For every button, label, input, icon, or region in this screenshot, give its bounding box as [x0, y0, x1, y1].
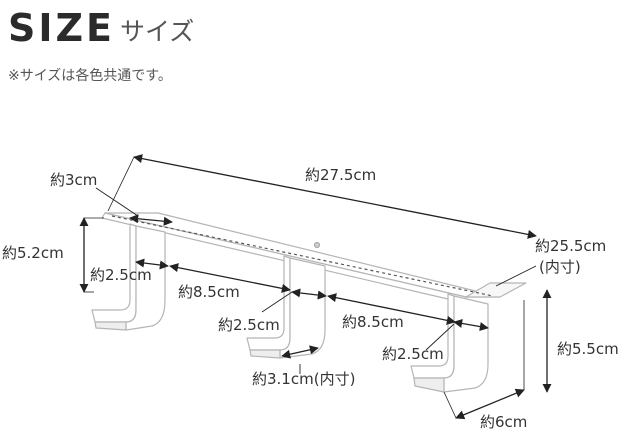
hook-left: [91, 223, 166, 331]
hook-right: [410, 293, 489, 393]
label-hook-width-1: 約2.5cm: [90, 266, 152, 284]
size-note: ※サイズは各色共通です。: [8, 68, 172, 84]
page-title: SIZE: [8, 6, 116, 50]
label-hook-width-2: 約2.5cm: [218, 316, 280, 334]
label-hook-width-3: 約2.5cm: [382, 345, 444, 363]
label-spacing-2: 約8.5cm: [342, 313, 404, 331]
hook-middle: [246, 255, 326, 359]
label-hook-inner-width: 約3.1cm(内寸): [252, 370, 356, 388]
page-subtitle: サイズ: [120, 17, 195, 46]
dimension-lines: [79, 154, 552, 420]
label-inner-length-note: (内寸): [539, 258, 581, 276]
label-height-right: 約5.5cm: [557, 340, 619, 358]
label-height-left: 約5.2cm: [2, 244, 64, 262]
label-inner-length: 約25.5cm: [535, 237, 607, 255]
label-hook-depth: 約6cm: [480, 413, 528, 431]
label-overall-width: 約27.5cm: [305, 166, 377, 184]
label-spacing-1: 約8.5cm: [178, 283, 240, 301]
label-end-tab: 約3cm: [50, 171, 98, 189]
